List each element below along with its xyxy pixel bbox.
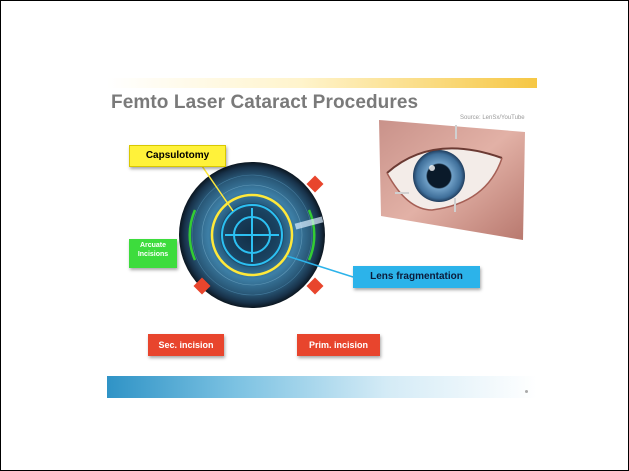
capsulotomy-label: Capsulotomy (129, 145, 226, 167)
sec-incision-label: Sec. incision (148, 334, 224, 356)
top-gradient-band (107, 78, 537, 88)
arcuate-label-line1: Arcuate (129, 241, 177, 250)
prim-incision-label: Prim. incision (297, 334, 380, 356)
iris-diagram (177, 160, 327, 310)
arcuate-incisions-label: Arcuate Incisions (129, 239, 177, 268)
bottom-gradient-band (107, 376, 537, 398)
eye-photo (377, 118, 527, 243)
slide: Femto Laser Cataract Procedures Source: … (107, 78, 537, 400)
page-marker (525, 390, 528, 393)
lens-fragmentation-label: Lens fragmentation (353, 266, 480, 288)
arcuate-label-line2: Incisions (129, 250, 177, 259)
slide-title: Femto Laser Cataract Procedures (111, 92, 418, 114)
